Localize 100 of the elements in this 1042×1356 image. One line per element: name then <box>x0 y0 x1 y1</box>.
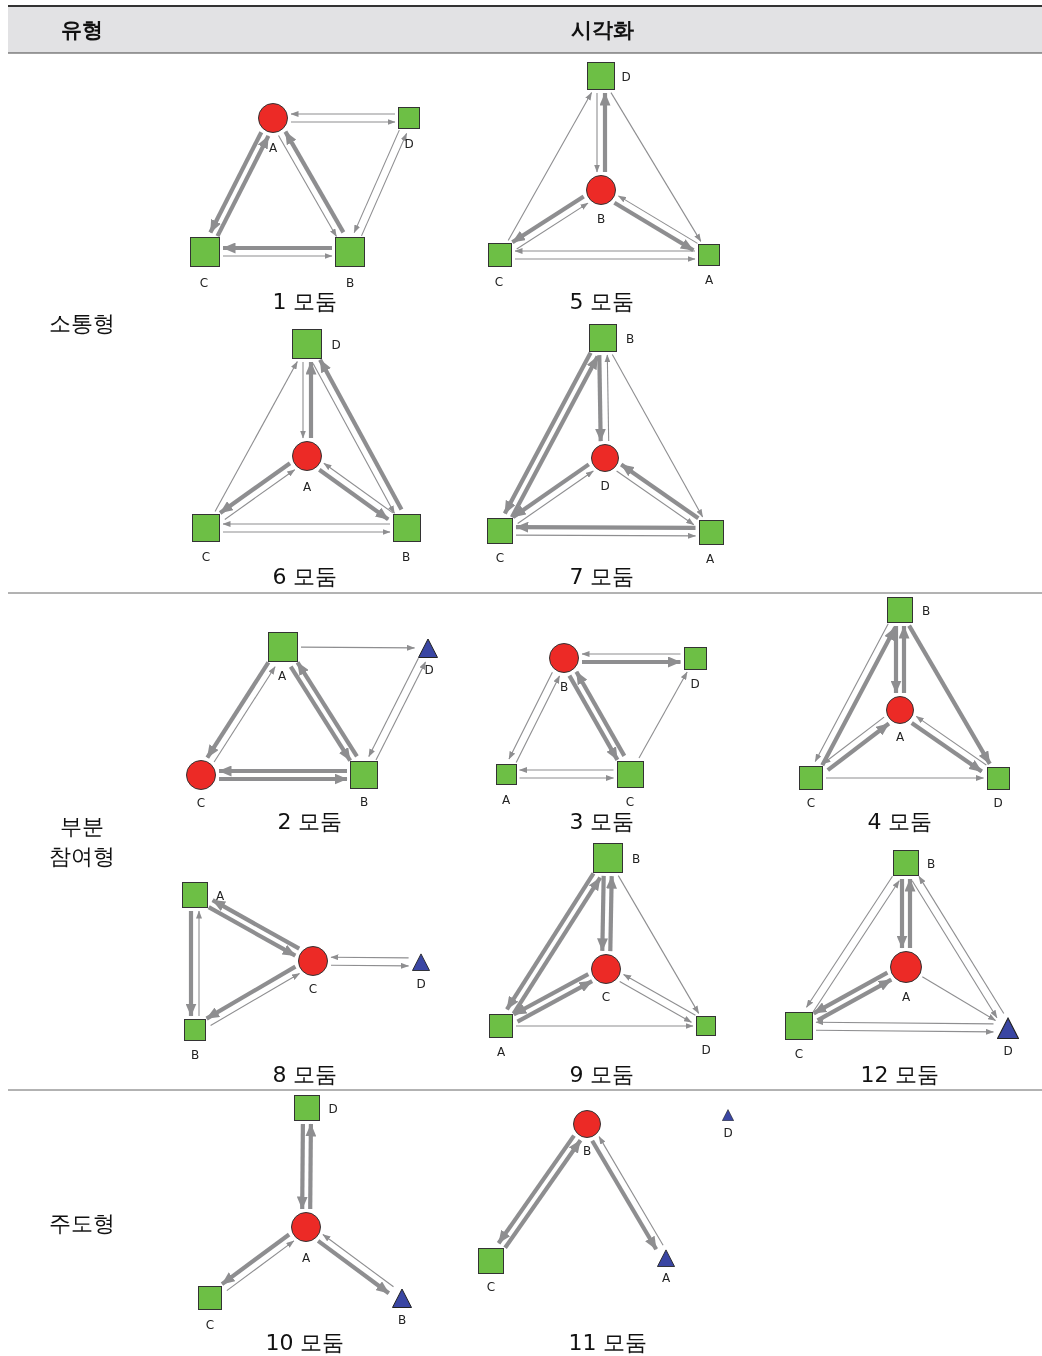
arrow <box>911 880 998 1019</box>
node-label: D <box>701 1043 711 1057</box>
arrow <box>598 1136 664 1246</box>
arrow <box>318 358 404 511</box>
square-node <box>616 760 644 788</box>
arrow <box>599 92 611 172</box>
arrow <box>805 875 894 1008</box>
arrow <box>611 354 704 518</box>
square-node <box>696 1016 716 1036</box>
circle-node <box>886 696 914 724</box>
node-label: C <box>308 982 318 996</box>
arrow <box>305 361 317 438</box>
square-node <box>887 597 913 623</box>
arrow <box>300 644 416 651</box>
arrow <box>605 875 617 952</box>
square-node <box>350 761 378 789</box>
arrow <box>515 1023 694 1029</box>
arrow <box>595 355 606 442</box>
arrow <box>896 879 908 949</box>
arrow <box>907 624 992 765</box>
arrow <box>305 1123 317 1209</box>
arrow <box>277 135 337 237</box>
arrow <box>567 674 620 761</box>
arrow <box>510 355 600 519</box>
node-label: C <box>486 1280 496 1294</box>
arrow <box>822 716 885 765</box>
arrow <box>224 469 296 521</box>
square-node <box>294 1095 320 1121</box>
arrow <box>222 521 391 527</box>
node-label: B <box>345 276 355 290</box>
arrow <box>574 670 627 757</box>
arrow <box>218 765 347 777</box>
node-label: B <box>631 852 641 866</box>
node-label: B <box>921 604 931 618</box>
arrow <box>516 979 594 1024</box>
square-node <box>587 62 615 90</box>
node-label: D <box>424 663 434 677</box>
module-caption: 12 모둠 <box>860 1061 940 1089</box>
arrow <box>597 875 609 952</box>
node-label: D <box>723 1126 733 1140</box>
circle-node <box>586 175 616 205</box>
arrow <box>812 880 900 1013</box>
node-label: D <box>416 977 426 991</box>
arrow <box>512 972 590 1017</box>
arrow <box>502 351 593 515</box>
module-caption: 10 모둠 <box>265 1329 345 1356</box>
arrow <box>619 980 692 1023</box>
square-node <box>268 632 298 662</box>
arrow <box>214 361 298 512</box>
node-label: A <box>705 552 715 566</box>
square-node <box>488 243 512 267</box>
column-header: 유형 <box>61 17 103 44</box>
circle-node <box>573 1110 601 1138</box>
arrow <box>512 462 590 519</box>
arrow <box>208 131 264 234</box>
arrow <box>904 878 916 948</box>
node-label: A <box>302 480 312 494</box>
arrow <box>515 521 696 533</box>
square-node <box>698 519 724 545</box>
arrow <box>295 661 359 758</box>
arrow <box>515 532 697 539</box>
arrow <box>910 721 983 774</box>
node-label: C <box>205 1318 215 1332</box>
circle-node <box>258 103 288 133</box>
arrow <box>505 872 596 1011</box>
arrow <box>617 195 699 244</box>
module-caption: 2 모둠 <box>277 808 343 836</box>
arrow <box>518 767 615 773</box>
triangle-node <box>392 1288 412 1308</box>
arrow <box>507 92 593 241</box>
node-label: C <box>201 550 211 564</box>
node-label: D <box>331 338 341 352</box>
arrow <box>222 529 391 535</box>
node-label: C <box>625 795 635 809</box>
arrow <box>610 92 702 242</box>
arrow <box>210 972 301 1027</box>
node-label: C <box>794 1047 804 1061</box>
square-node <box>487 518 513 544</box>
arrow <box>318 468 390 522</box>
arrow <box>812 970 889 1016</box>
node-label: A <box>895 730 905 744</box>
arrow <box>290 119 396 125</box>
node-label: A <box>496 1045 506 1059</box>
arrow <box>312 362 395 514</box>
arrow <box>330 962 410 969</box>
node-label: B <box>190 1048 200 1062</box>
circle-node <box>298 946 328 976</box>
node-label: B <box>359 795 369 809</box>
triangle-node <box>722 1109 734 1121</box>
square-node <box>683 646 707 670</box>
node-label: C <box>196 796 206 810</box>
node-label: D <box>404 137 414 151</box>
node-label: C <box>494 275 504 289</box>
square-node <box>589 324 617 352</box>
triangle-node <box>418 638 438 658</box>
circle-node <box>890 951 922 983</box>
arrow <box>503 1139 583 1249</box>
arrow <box>300 361 306 439</box>
arrow <box>215 134 271 238</box>
arrow <box>898 625 910 693</box>
